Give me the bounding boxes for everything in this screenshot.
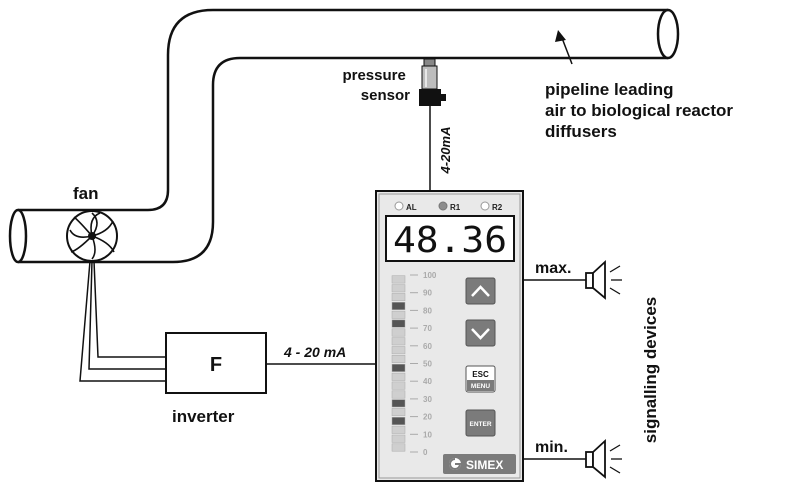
speaker-max-icon <box>585 259 622 300</box>
brand-label: SIMEX <box>466 458 503 472</box>
bar-segment <box>391 293 406 302</box>
bar-segment <box>391 372 406 381</box>
signalling-devices-label: signalling devices <box>641 297 660 443</box>
r2-indicator-icon <box>480 201 490 211</box>
bar-segment <box>391 355 406 363</box>
bar-segment <box>391 363 406 372</box>
al-indicator-label: AL <box>406 203 417 212</box>
scale-tick-label: 30 <box>423 395 432 404</box>
scale-tick-label: 0 <box>423 448 428 457</box>
chevron-down-icon <box>471 328 490 340</box>
inverter-label: inverter <box>172 407 235 426</box>
menu-label: MENU <box>471 383 490 390</box>
bar-segment <box>391 408 406 417</box>
r1-indicator-icon <box>438 201 448 211</box>
scale-tick-label: 100 <box>423 271 437 280</box>
r2-indicator-label: R2 <box>492 203 503 212</box>
chevron-up-icon <box>471 285 490 297</box>
fan-label: fan <box>73 184 99 203</box>
bar-segment <box>391 390 406 399</box>
bar-segment <box>391 346 406 355</box>
up-button[interactable] <box>465 277 496 305</box>
scale-tick-label: 90 <box>423 289 432 298</box>
bar-segment <box>391 399 406 408</box>
bar-segment <box>391 425 406 434</box>
brand-badge <box>443 454 516 474</box>
fan-inverter-wires <box>79 260 166 382</box>
fan-icon <box>66 210 118 262</box>
scale-tick-label: 40 <box>423 377 432 386</box>
enter-label: ENTER <box>469 421 491 428</box>
bar-segment <box>391 417 406 425</box>
bar-graph <box>391 275 406 452</box>
scale-tick-label: 80 <box>423 306 432 315</box>
horizontal-signal-label: 4 - 20 mA <box>283 344 346 360</box>
esc-label: ESC <box>472 370 489 379</box>
bar-segment <box>391 310 406 319</box>
speaker-min-icon <box>585 438 622 479</box>
scale-tick-label: 60 <box>423 342 432 351</box>
bar-segment <box>391 284 406 293</box>
inverter-box <box>165 332 267 394</box>
r1-indicator-label: R1 <box>450 203 461 212</box>
esc-menu-button[interactable] <box>465 365 496 393</box>
inverter-box-label: F <box>210 354 222 376</box>
enter-button[interactable] <box>465 409 496 437</box>
pressure-sensor-label: pressure sensor <box>342 67 410 104</box>
vertical-signal-label: 4-20mA <box>438 127 453 175</box>
scale-tick-label: 10 <box>423 430 432 439</box>
bar-segment <box>391 434 406 443</box>
bar-segment <box>391 275 406 284</box>
pipeline <box>8 8 680 264</box>
scale-tick-label: 70 <box>423 324 432 333</box>
down-button[interactable] <box>465 319 496 347</box>
min-label: min. <box>535 439 568 456</box>
scale-tick-label: 50 <box>423 360 432 369</box>
pipeline-label: pipeline leading air to biological react… <box>545 80 738 141</box>
scale-tick-label: 20 <box>423 413 432 422</box>
simex-logo-icon <box>449 458 462 470</box>
display-value: 48.36 <box>393 220 507 261</box>
bar-segment <box>391 443 406 452</box>
pipeline-pointer-arrow <box>555 30 573 65</box>
lcd-display <box>385 215 515 262</box>
bar-segment <box>391 302 406 310</box>
bar-segment <box>391 319 406 328</box>
bar-segment <box>391 381 406 390</box>
pressure-sensor-icon <box>419 58 446 106</box>
bar-segment <box>391 337 406 346</box>
max-label: max. <box>535 260 571 277</box>
al-indicator-icon <box>394 201 404 211</box>
bar-segment <box>391 328 406 337</box>
